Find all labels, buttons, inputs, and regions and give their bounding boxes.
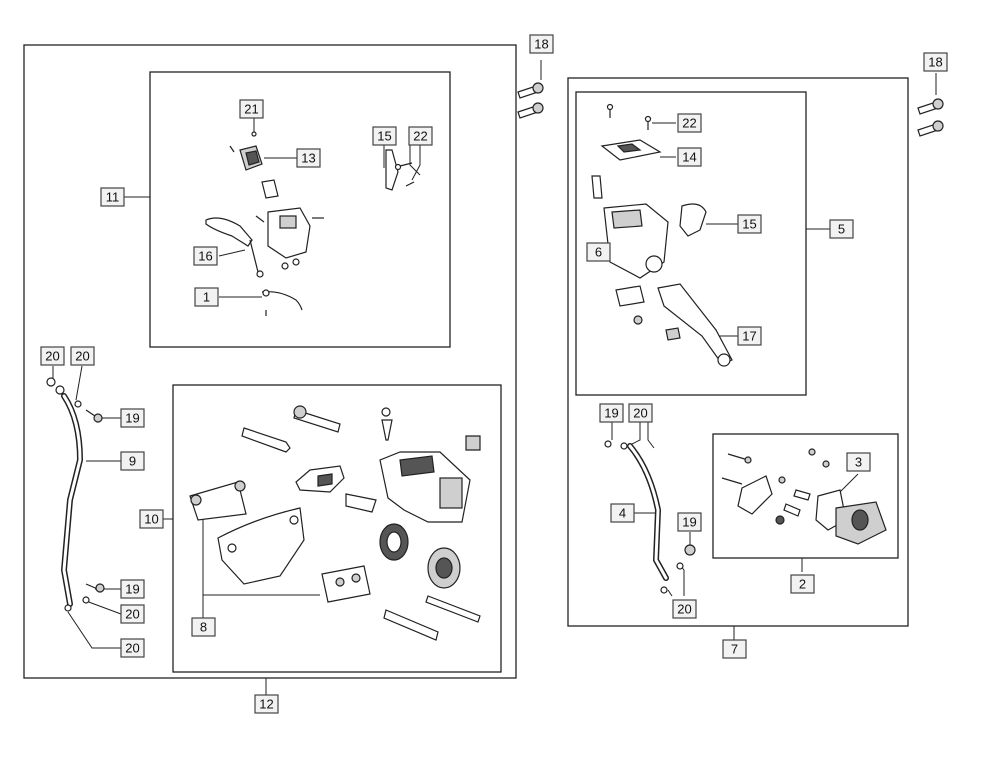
callout-18-a-text: 18 <box>534 37 548 52</box>
callout-4-text: 4 <box>619 506 626 521</box>
callout-17-text: 17 <box>742 329 756 344</box>
callout-10-text: 10 <box>144 512 158 527</box>
callout-20-hose-bottom: 20 <box>120 638 145 658</box>
callout-19-a-text: 19 <box>125 411 139 426</box>
callout-14: 14 <box>677 147 702 167</box>
callout-20-rear-bottom: 20 <box>672 599 697 619</box>
callout-12: 12 <box>254 694 279 714</box>
callout-3-text: 3 <box>855 455 862 470</box>
callout-13: 13 <box>296 148 321 168</box>
callout-1-text: 1 <box>203 290 210 305</box>
front-master-cylinder-box <box>149 71 451 348</box>
callout-15-front: 15 <box>372 126 397 146</box>
rear-master-cylinder-parts <box>591 103 733 367</box>
callout-17: 17 <box>737 326 762 346</box>
callout-2: 2 <box>790 574 815 594</box>
callout-20-e-text: 20 <box>633 406 647 421</box>
callout-19-b-text: 19 <box>125 582 139 597</box>
callout-19-front-bottom: 19 <box>120 579 145 599</box>
callout-20-hose-mid: 20 <box>120 604 145 624</box>
rear-caliper-box <box>712 433 899 559</box>
callout-19-d-text: 19 <box>682 515 696 530</box>
callout-7-text: 7 <box>731 642 738 657</box>
callout-9: 9 <box>120 451 145 471</box>
callout-1: 1 <box>194 287 219 307</box>
front-caliper-box <box>172 384 502 673</box>
callout-21-text: 21 <box>244 102 258 117</box>
callout-15-front-text: 15 <box>377 129 391 144</box>
callout-3: 3 <box>846 452 871 472</box>
rear-brake-assembly-frame <box>567 77 909 627</box>
front-master-cylinder-parts <box>205 131 415 316</box>
callout-22-front-text: 22 <box>413 129 427 144</box>
callout-20-d-text: 20 <box>125 641 139 656</box>
callout-7: 7 <box>722 639 747 659</box>
callout-11-text: 11 <box>106 190 120 205</box>
callout-20-hose-top-right: 20 <box>70 346 95 366</box>
rear-master-cylinder-box <box>575 91 807 396</box>
leader-lines <box>52 60 937 695</box>
callout-18-b-text: 18 <box>928 55 942 70</box>
rear-brake-hose <box>604 440 696 594</box>
callout-12-text: 12 <box>259 697 273 712</box>
front-caliper-parts <box>189 405 481 641</box>
callout-18-right: 18 <box>923 52 948 72</box>
callout-11: 11 <box>100 187 125 207</box>
callout-6-text: 6 <box>595 245 602 260</box>
callout-18-left: 18 <box>529 34 554 54</box>
callout-5-text: 5 <box>838 222 845 237</box>
callout-4: 4 <box>610 503 635 523</box>
callout-20-hose-top-left: 20 <box>40 346 65 366</box>
front-brake-assembly-frame <box>23 44 517 679</box>
rear-caliper-parts <box>721 448 887 545</box>
callout-20-f-text: 20 <box>677 602 691 617</box>
callout-6: 6 <box>586 242 611 262</box>
callout-21: 21 <box>239 99 264 119</box>
callout-8-text: 8 <box>200 620 207 635</box>
callout-22-front: 22 <box>408 126 433 146</box>
callout-2-text: 2 <box>799 577 806 592</box>
callout-15-rear-text: 15 <box>742 217 756 232</box>
callout-20-a-text: 20 <box>45 349 59 364</box>
callout-14-text: 14 <box>682 150 696 165</box>
callout-19-rear-top: 19 <box>599 403 624 423</box>
callout-15-rear: 15 <box>737 214 762 234</box>
callout-20-c-text: 20 <box>125 607 139 622</box>
callout-19-front-top: 19 <box>120 408 145 428</box>
callout-13-text: 13 <box>301 151 315 166</box>
callout-10: 10 <box>139 509 164 529</box>
callout-22-rear: 22 <box>677 113 702 133</box>
callout-20-rear-top: 20 <box>628 403 653 423</box>
callout-19-rear-bottom: 19 <box>677 512 702 532</box>
callout-9-text: 9 <box>129 454 136 469</box>
callout-16-text: 16 <box>198 249 212 264</box>
callout-20-b-text: 20 <box>75 349 89 364</box>
callout-8: 8 <box>191 617 216 637</box>
callout-16: 16 <box>193 246 218 266</box>
callout-5: 5 <box>829 219 854 239</box>
front-brake-hose <box>46 377 105 612</box>
bolt-parts <box>517 82 944 137</box>
callout-19-c-text: 19 <box>604 406 618 421</box>
callout-22-rear-text: 22 <box>682 116 696 131</box>
